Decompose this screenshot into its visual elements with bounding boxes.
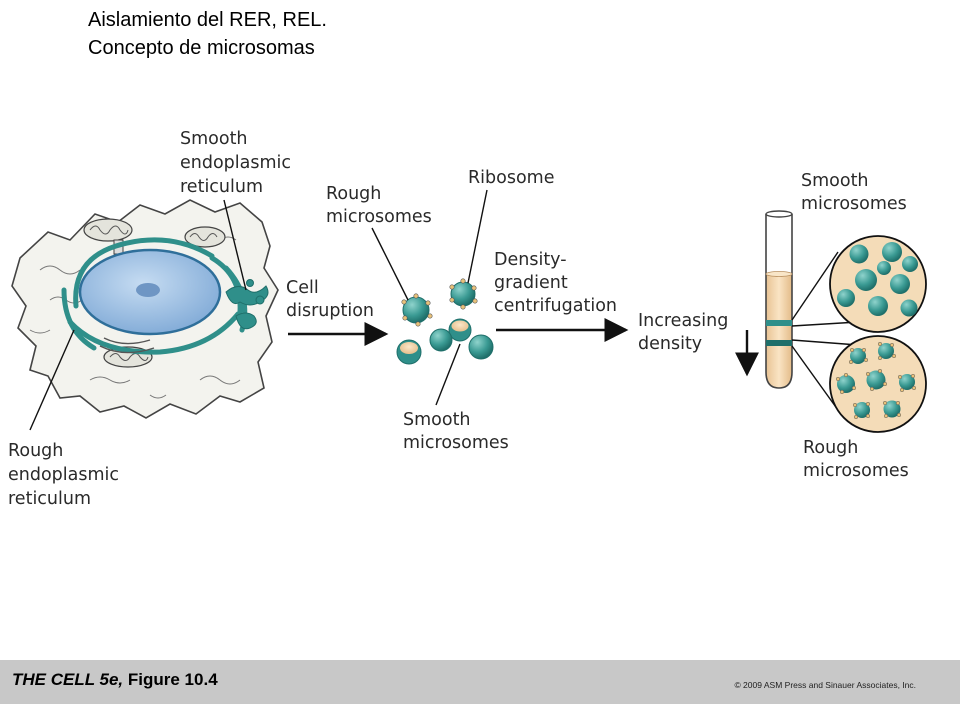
rough-microsomes-pointer-line	[371, 227, 409, 301]
smooth-microsomes-magnified	[829, 235, 927, 333]
slide-title: Aislamiento del RER, REL. Concepto de mi…	[88, 6, 327, 62]
smooth-er-label-line-1: Smooth	[180, 129, 248, 149]
tube-glass	[765, 214, 793, 389]
figure-source-caption: THE CELL 5e, Figure 10.4	[12, 670, 218, 690]
rough-microsomes-label-line-2: microsomes	[326, 207, 432, 227]
right-smooth-microsomes-label-line-1: Smooth	[801, 171, 869, 191]
smooth-microsome-band	[766, 320, 792, 326]
slide-title-line-1: Aislamiento del RER, REL.	[88, 9, 327, 31]
right-rough-microsomes-label-line-2: microsomes	[803, 461, 909, 481]
zoom-connectors	[791, 251, 859, 411]
smooth-microsomes-label-line-1: Smooth	[403, 410, 471, 430]
rough-microsome-band	[766, 340, 792, 346]
rough-microsomes-magnified	[829, 335, 927, 433]
smooth-er-label-line-2: endoplasmic	[180, 153, 291, 173]
ribosome-pointer-line	[467, 189, 488, 284]
ser-pointer-line	[223, 199, 247, 291]
centrifugation-label-line-1: Density-	[494, 250, 567, 270]
cell-disruption-label-line-1: Cell	[286, 278, 319, 298]
smooth-microsomes-pointer-line	[435, 343, 461, 406]
increasing-density-label-line-2: density	[638, 334, 702, 354]
microsome-isolation-figure: Smooth endoplasmic reticulum Rough endop…	[8, 129, 927, 509]
rough-er-label-line-2: endoplasmic	[8, 465, 119, 485]
nucleolus	[136, 283, 160, 297]
smooth-microsomes-label-line-2: microsomes	[403, 433, 509, 453]
increasing-density-label-line-1: Increasing	[638, 311, 728, 331]
copyright-notice: © 2009 ASM Press and Sinauer Associates,…	[734, 680, 916, 690]
right-rough-microsomes-label-line-1: Rough	[803, 438, 858, 458]
smooth-microsome-sphere-1	[429, 328, 453, 352]
rough-microsomes-label-line-1: Rough	[326, 184, 381, 204]
ribosome-label: Ribosome	[468, 168, 554, 188]
figure-number: Figure 10.4	[127, 670, 218, 689]
cell-disruption-label-line-2: disruption	[286, 301, 374, 321]
footer-bar	[0, 660, 960, 704]
rer-pointer-line	[29, 329, 75, 431]
slide-title-line-2: Concepto de microsomas	[88, 37, 315, 59]
smooth-er-label-line-3: reticulum	[180, 177, 263, 197]
rough-er-label-line-1: Rough	[8, 441, 63, 461]
rough-microsome-2	[450, 281, 476, 307]
right-smooth-microsomes-label-line-2: microsomes	[801, 194, 907, 214]
centrifugation-label-line-2: gradient	[494, 273, 568, 293]
centrifuge-tube	[765, 210, 793, 389]
eukaryotic-cell-illustration	[11, 199, 279, 419]
smooth-microsome-cup-2	[448, 318, 472, 342]
rough-er-folds	[61, 237, 248, 355]
rough-er-label-line-3: reticulum	[8, 489, 91, 509]
smooth-microsome-cup-1	[396, 339, 422, 365]
tube-liquid	[766, 274, 792, 388]
centrifugation-label-line-3: centrifugation	[494, 296, 617, 316]
ribosome-dots	[401, 278, 478, 327]
book-title: THE CELL 5e,	[12, 670, 124, 689]
smooth-microsome-sphere-2	[468, 334, 494, 360]
golgi	[99, 337, 155, 354]
